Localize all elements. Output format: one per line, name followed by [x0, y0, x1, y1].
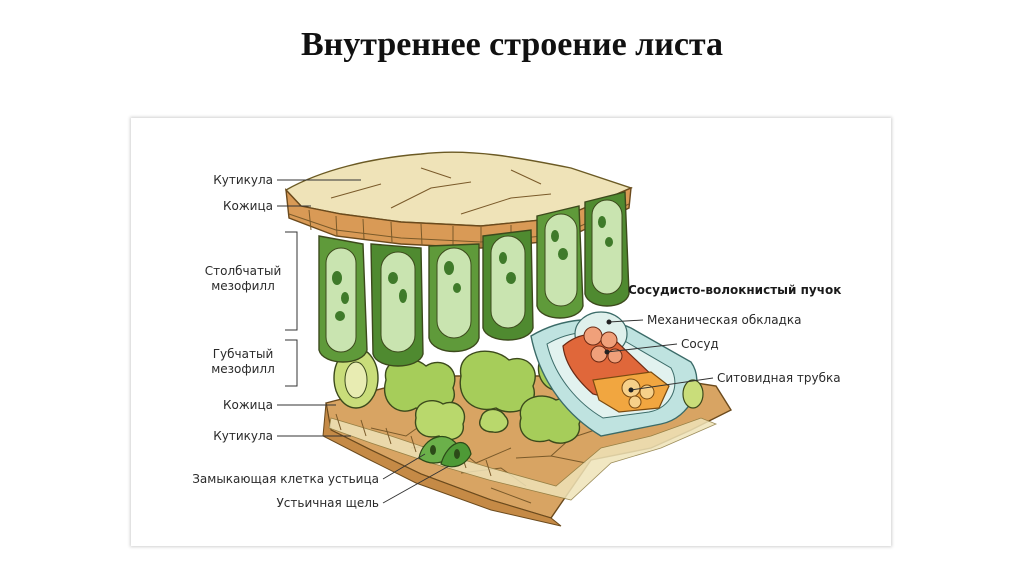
slide-title: Внутреннее строение листа	[300, 26, 724, 63]
stoma-illustration	[418, 436, 472, 468]
label-spongy-line1: Губчатый	[213, 347, 274, 361]
label-epidermis-bottom: Кожица	[223, 398, 273, 412]
label-bundle-sheath: Механическая обкладка	[647, 313, 801, 327]
label-palisade-line1: Столбчатый	[205, 264, 282, 278]
leaf-diagram-frame: Кутикула Кожица Столбчатый мезофилл Губч…	[131, 118, 891, 546]
label-spongy-line2: мезофилл	[211, 362, 275, 376]
palisade-mesophyll-illustration	[318, 191, 630, 367]
label-cuticle-bottom: Кутикула	[213, 429, 273, 443]
label-vessel: Сосуд	[681, 337, 719, 351]
label-vascular-bundle: Сосудисто-волокнистый пучок	[628, 283, 841, 297]
vascular-bundle-illustration	[530, 311, 704, 437]
label-epidermis-top: Кожица	[223, 199, 273, 213]
leaf-cross-section-diagram: Кутикула Кожица Столбчатый мезофилл Губч…	[192, 151, 841, 527]
diagram-labels: Кутикула Кожица Столбчатый мезофилл Губч…	[192, 173, 841, 510]
label-palisade-line2: мезофилл	[211, 279, 275, 293]
label-stomatal-pore: Устьичная щель	[276, 496, 379, 510]
label-sieve-tube: Ситовидная трубка	[717, 371, 841, 385]
spongy-mesophyll-illustration	[333, 347, 587, 444]
leader-lines	[277, 179, 714, 504]
label-guard-cell: Замыкающая клетка устьица	[192, 472, 379, 486]
label-cuticle-top: Кутикула	[213, 173, 273, 187]
